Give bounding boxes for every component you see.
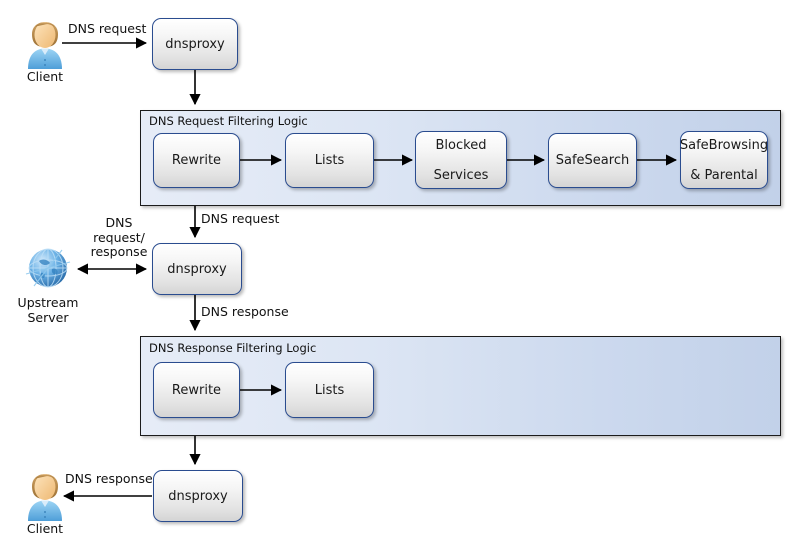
user-avatar-icon bbox=[22, 12, 68, 70]
actor-caption-client-top: Client bbox=[26, 69, 64, 84]
edge-label-request-filter-to-dnsproxy: DNS request bbox=[201, 211, 280, 226]
container-label-request-filtering: DNS Request Filtering Logic bbox=[149, 114, 308, 128]
stage-label: SafeBrowsing& Parental bbox=[679, 137, 769, 183]
user-avatar-icon bbox=[22, 464, 68, 522]
edge-label-dnsproxy-to-response-filter: DNS response bbox=[201, 304, 289, 319]
globe-icon bbox=[22, 242, 74, 294]
container-response-filtering bbox=[140, 336, 781, 436]
node-label: dnsproxy bbox=[167, 261, 227, 277]
stage-label: Lists bbox=[314, 153, 345, 168]
node-dnsproxy-middle[interactable]: dnsproxy bbox=[152, 243, 242, 295]
stage-label: Rewrite bbox=[171, 153, 222, 168]
edge-label-line1: DNS bbox=[105, 215, 133, 230]
node-dnsproxy-top[interactable]: dnsproxy bbox=[152, 18, 238, 70]
upstream-line2: Server bbox=[27, 309, 69, 325]
edge-label-dnsproxy-upstream: DNS request/ response bbox=[80, 215, 158, 260]
upstream-line1: Upstream bbox=[17, 295, 79, 310]
actor-caption-upstream: Upstream Server bbox=[6, 295, 90, 325]
stage-lists-response[interactable]: Lists bbox=[285, 362, 374, 418]
node-label: dnsproxy bbox=[165, 36, 225, 52]
actor-caption-client-bottom: Client bbox=[26, 521, 64, 536]
node-label: dnsproxy bbox=[168, 488, 228, 504]
edge-label-dnsproxy-to-client: DNS response bbox=[65, 471, 153, 486]
edge-label-client-to-dnsproxy: DNS request bbox=[68, 21, 147, 36]
stage-safebrowsing-parental[interactable]: SafeBrowsing& Parental bbox=[680, 131, 768, 189]
stage-rewrite-response[interactable]: Rewrite bbox=[153, 362, 240, 418]
stage-lists-request[interactable]: Lists bbox=[285, 133, 374, 188]
stage-label: SafeSearch bbox=[555, 153, 630, 168]
edge-label-line2: request/ bbox=[93, 229, 145, 245]
stage-label: Lists bbox=[314, 382, 345, 398]
stage-label: Rewrite bbox=[171, 382, 222, 398]
edge-label-line3: response bbox=[90, 244, 148, 259]
stage-safesearch[interactable]: SafeSearch bbox=[548, 133, 637, 188]
stage-rewrite-request[interactable]: Rewrite bbox=[153, 133, 240, 188]
node-dnsproxy-bottom[interactable]: dnsproxy bbox=[153, 470, 243, 522]
container-label-response-filtering: DNS Response Filtering Logic bbox=[149, 341, 317, 355]
